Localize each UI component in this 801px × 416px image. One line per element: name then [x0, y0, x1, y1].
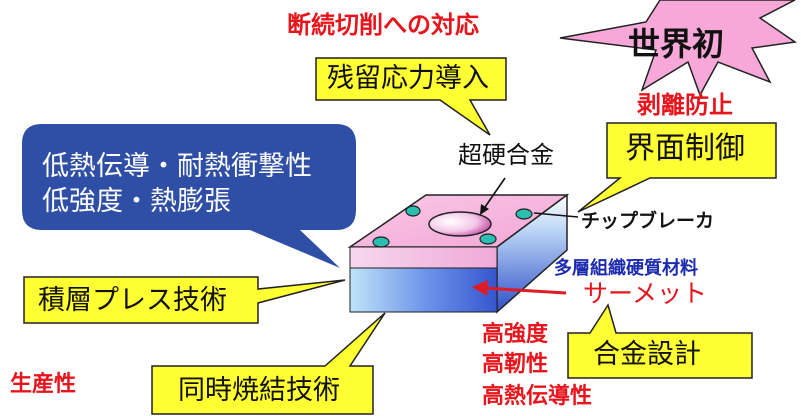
title-interrupted-cutting: 断続切削への対応	[287, 11, 479, 39]
star-burst-shape	[559, 0, 798, 97]
carbide-arrow	[480, 177, 506, 215]
callout-alloy-design-shape	[567, 303, 753, 379]
callout-interface-control-shape	[577, 122, 777, 213]
chipbreaker-pointer-line	[533, 212, 579, 218]
chipbreaker-dot-2	[372, 236, 390, 248]
callout-laminate-press-text: 積層プレス技術	[38, 285, 227, 316]
chipbreaker-dot-4	[515, 208, 533, 220]
label-high-toughness: 高靭性	[482, 352, 549, 377]
label-peel-prevention: 剥離防止	[637, 91, 733, 119]
insert-front-blue-layer	[349, 267, 498, 313]
callout-alloy-design-text: 合金設計	[593, 339, 701, 370]
callout-thermal-shape	[22, 124, 356, 268]
callout-residual-stress-text: 残留応力導入	[327, 63, 489, 94]
insert-block	[347, 193, 570, 314]
label-carbide: 超硬合金	[458, 141, 554, 169]
label-cermet: サーメット	[583, 279, 708, 308]
insert-front-pink-layer	[349, 246, 498, 269]
callout-residual-stress-shape	[315, 57, 507, 136]
label-chipbreaker: チップブレーカ	[581, 210, 715, 232]
callout-laminate-press-shape	[23, 276, 346, 324]
label-multilayer-hard-material: 多層組織硬質材料	[554, 258, 698, 279]
chipbreaker-dot-3	[479, 233, 497, 245]
insert-center-hole	[428, 211, 492, 237]
callout-sintering-shape	[151, 312, 386, 415]
callout-sintering-text: 同時焼結技術	[178, 375, 340, 406]
chipbreaker-dot-1	[405, 205, 421, 217]
label-high-thermal-conductivity: 高熱伝導性	[482, 384, 593, 409]
callout-thermal-line1: 低熱伝導・耐熱衝撃性	[42, 151, 312, 182]
label-productivity: 生産性	[10, 372, 77, 397]
callout-thermal-line2: 低強度・熱膨張	[42, 186, 231, 217]
label-high-strength: 高強度	[482, 322, 549, 347]
callout-interface-control-text: 界面制御	[625, 131, 745, 166]
badge-world-first: 世界初	[628, 25, 725, 63]
cermet-arrow	[472, 280, 567, 296]
